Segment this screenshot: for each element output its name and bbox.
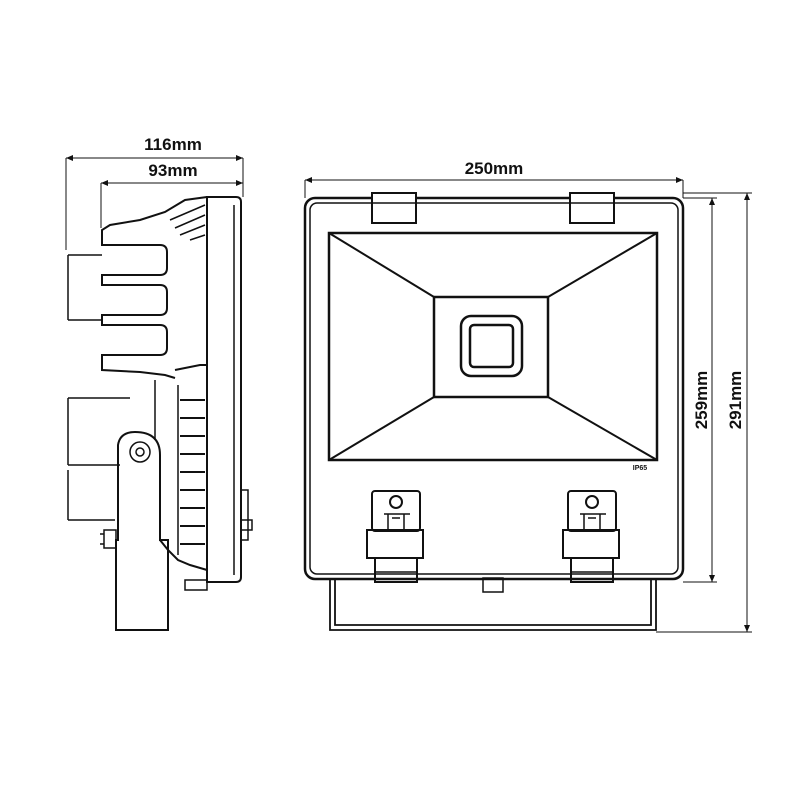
front-bracket-right bbox=[562, 490, 620, 583]
dim-label-116mm: 116mm bbox=[144, 135, 202, 154]
side-cable-gland bbox=[184, 579, 208, 591]
dim-label-250mm: 250mm bbox=[465, 159, 524, 178]
reflector-edge-tl bbox=[328, 232, 435, 298]
front-view bbox=[303, 192, 685, 631]
front-led-chip-outer bbox=[459, 314, 524, 378]
side-pivot-inner bbox=[135, 447, 145, 457]
side-lower-body bbox=[159, 364, 208, 572]
ip-rating-label: IP65 bbox=[633, 465, 648, 472]
front-bracket-left bbox=[366, 490, 424, 583]
side-fins bbox=[180, 399, 205, 545]
front-top-tab-left bbox=[371, 192, 417, 224]
side-body bbox=[101, 196, 208, 379]
front-housing-outer bbox=[303, 196, 685, 581]
side-front-face bbox=[206, 196, 242, 583]
side-dimensions bbox=[65, 155, 244, 250]
side-view bbox=[67, 196, 253, 631]
front-dimensions bbox=[304, 177, 752, 633]
side-pivot-outer bbox=[129, 441, 151, 463]
dim-label-291mm: 291mm bbox=[726, 371, 745, 430]
dim-label-259mm: 259mm bbox=[692, 371, 711, 430]
front-cable-gland bbox=[482, 577, 504, 593]
front-housing-inner bbox=[309, 202, 679, 575]
front-reflector-center bbox=[432, 295, 550, 399]
side-back-plate bbox=[67, 254, 130, 521]
dim-label-93mm: 93mm bbox=[148, 161, 197, 180]
reflector-edge-tr bbox=[547, 232, 658, 298]
reflector-edge-br bbox=[547, 396, 658, 461]
front-u-stand bbox=[329, 580, 657, 631]
side-top-hatch bbox=[169, 204, 206, 241]
front-reflector-frame bbox=[327, 231, 659, 462]
front-led-chip-inner bbox=[468, 323, 515, 369]
front-top-tab-right bbox=[569, 192, 615, 224]
reflector-edge-bl bbox=[328, 396, 435, 461]
side-face-connector bbox=[241, 489, 253, 541]
side-mounting-bracket bbox=[115, 430, 169, 631]
side-bracket-bolt bbox=[100, 529, 117, 549]
